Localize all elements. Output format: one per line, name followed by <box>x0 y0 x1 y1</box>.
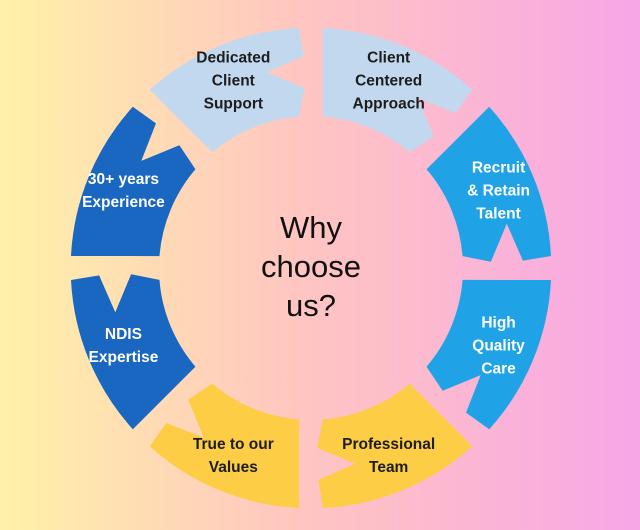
segment-client-centered-approach <box>322 28 473 153</box>
segment-label-true-to-our-values-2: Values <box>209 459 258 476</box>
segment-label-client-centered-approach-2: Centered <box>355 72 422 89</box>
center-line-1: Why <box>280 210 343 245</box>
segment-label-recruit-retain-talent-2: & Retain <box>467 182 530 199</box>
labels-layer: DedicatedClientSupportClientCenteredAppr… <box>82 49 530 476</box>
segment-label-dedicated-client-support-1: Dedicated <box>196 49 270 66</box>
segment-high-quality-care <box>426 279 551 430</box>
segment-ndis-expertise <box>71 274 196 430</box>
segment-label-recruit-retain-talent-3: Talent <box>476 205 521 222</box>
segment-label-client-centered-approach-3: Approach <box>353 95 425 112</box>
segment-recruit-retain-talent <box>426 106 551 262</box>
center-line-2: choose <box>261 249 361 284</box>
segment-dedicated-client-support <box>149 28 305 153</box>
segment-true-to-our-values <box>149 383 300 508</box>
segment-label-true-to-our-values-1: True to our <box>193 436 274 453</box>
segment-label-recruit-retain-talent-1: Recruit <box>472 159 525 176</box>
segment-label-experience-1: 30+ years <box>88 171 159 188</box>
segment-label-professional-team-2: Team <box>369 459 408 476</box>
segment-label-professional-team-1: Professional <box>342 436 435 453</box>
segment-label-ndis-expertise-2: Expertise <box>89 349 159 366</box>
segment-label-experience-2: Experience <box>82 194 165 211</box>
segments-layer <box>71 28 551 508</box>
segment-label-high-quality-care-1: High <box>481 315 515 332</box>
segment-experience <box>71 106 196 257</box>
segment-label-dedicated-client-support-2: Client <box>212 72 255 89</box>
segment-label-client-centered-approach-1: Client <box>367 49 410 66</box>
segment-label-dedicated-client-support-3: Support <box>204 95 263 112</box>
segment-professional-team <box>317 383 473 508</box>
segment-label-ndis-expertise-1: NDIS <box>105 326 142 343</box>
segment-label-high-quality-care-2: Quality <box>472 338 525 355</box>
segment-label-high-quality-care-3: Care <box>481 361 516 378</box>
center-line-3: us? <box>286 288 336 323</box>
